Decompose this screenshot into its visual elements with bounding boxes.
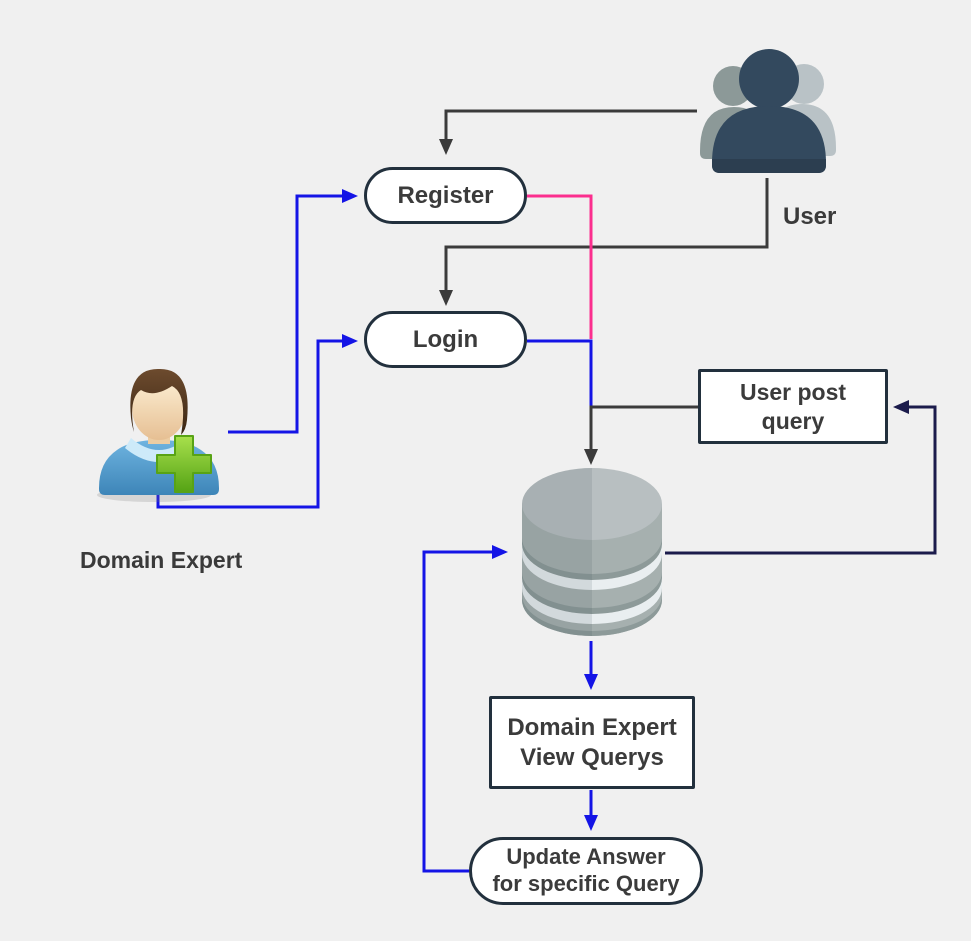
edge-domain-expert-to-login [156,334,358,509]
node-login-label: Login [412,325,479,353]
node-view-querys: Domain Expert View Querys [489,696,695,789]
node-update-answer-line1: Update Answer [506,844,666,870]
edge-user-post-query-to-database [584,405,698,465]
user-label: User [783,203,837,230]
domain-expert-label: Domain Expert [80,547,243,573]
users-group-icon [692,45,844,182]
db-rim-1 [522,538,662,580]
edge-user-to-login [439,178,769,306]
db-left-shade [522,468,592,636]
node-login: Login [364,311,527,368]
node-user-post-query-line2: query [761,407,825,434]
node-register-label: Register [397,181,494,209]
node-update-answer-line2: for specific Query [492,871,680,896]
node-user-post-query-line1: User post [739,379,847,406]
node-register: Register [364,167,527,224]
node-user-post-query: User post query [698,369,888,444]
db-rim-2 [522,572,662,614]
db-body [522,504,662,636]
person-add-icon [96,362,222,507]
edge-update-answer-to-database [422,545,508,873]
node-update-answer: Update Answer for specific Query [469,837,703,905]
expert-hair [130,368,188,435]
user-front-silhouette [712,49,826,173]
edge-database-to-user-post-query [665,400,937,555]
db-band-2 [522,578,662,624]
edge-register-to-junction [527,194,593,339]
database-cylinder-icon [516,466,668,647]
node-view-querys-line2: View Querys [520,743,664,771]
expert-plus [156,435,212,493]
edge-login-to-junction [527,339,593,406]
node-view-querys-line1: Domain Expert [507,714,677,742]
db-band-1 [522,544,662,590]
edge-domain-expert-to-register [228,189,358,434]
edge-user-to-register [439,109,697,155]
db-top [522,468,662,540]
